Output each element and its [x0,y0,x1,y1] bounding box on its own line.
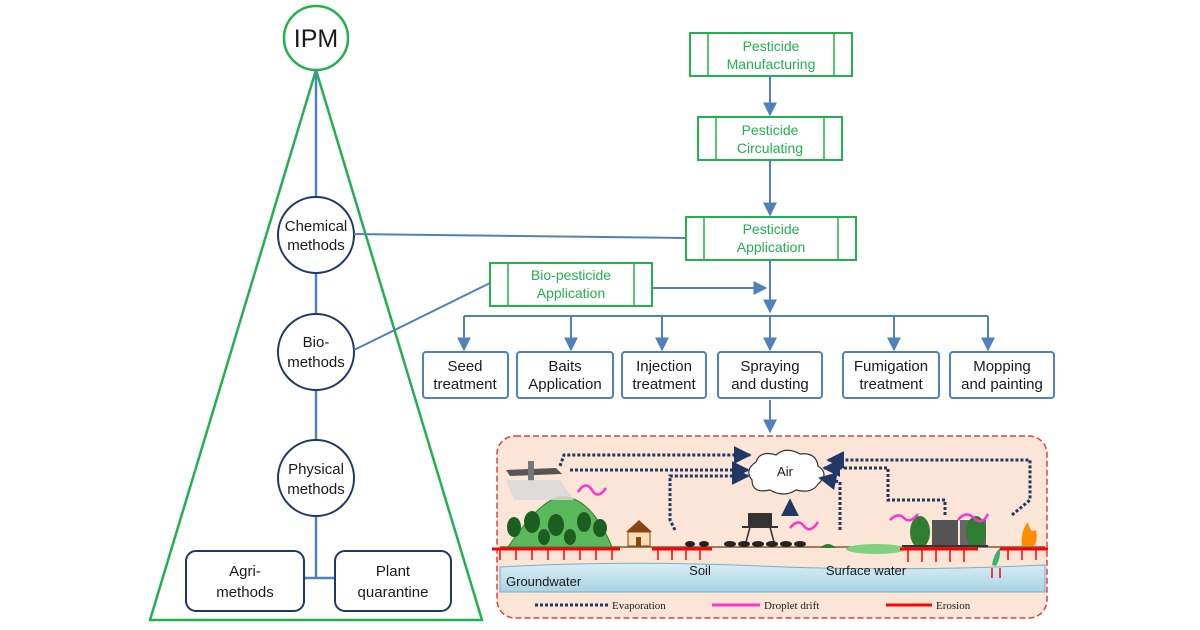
legend-evaporation-label: Evaporation [612,600,666,612]
agri-methods-line2: methods [216,584,274,601]
technique-fumigation-treatment: Fumigation treatment [842,351,940,399]
chemical-to-application-link [353,233,687,239]
chemical-methods-node: Chemical methods [277,196,355,274]
agri-methods-box: Agri- methods [185,550,305,612]
evaporation-paths [558,446,1032,531]
technique-baits-application: Baits Application [516,351,614,399]
physical-methods-line1: Physical [288,461,344,478]
ipm-title-circle: IPM [282,4,350,72]
application-line2: Application [737,239,806,255]
droplet-drift-marks [576,484,990,531]
pesticide-circulating-box: Pesticide Circulating [697,116,843,161]
groundwater-label: Groundwater [506,574,582,589]
soil-label: Soil [689,563,711,578]
ipm-title: IPM [294,25,338,53]
manufacturing-line1: Pesticide [743,38,800,54]
tractor-sprayer [742,513,778,543]
plant-quarantine-line2: quarantine [358,584,429,601]
groundwater-layer [499,562,1046,593]
circulating-line1: Pesticide [742,122,799,138]
technique-injection-treatment: Injection treatment [621,351,707,399]
technique-spraying-dusting: Spraying and dusting [717,351,823,399]
environment-panel: Groundwater Soil Surface water [492,435,1048,619]
legend-erosion-label: Erosion [936,600,971,612]
burning-fire [1021,522,1037,546]
storage-and-trees [902,516,988,548]
plant-quarantine-line1: Plant [376,563,411,580]
seed-treatment-line2: treatment [433,376,497,393]
bio-methods-node: Bio- methods [277,313,355,391]
pesticide-manufacturing-box: Pesticide Manufacturing [689,32,853,77]
baits-application-line1: Baits [548,358,581,375]
leaching-plant [992,548,1001,566]
chemical-methods-line1: Chemical [285,218,348,235]
legend-drift-label: Droplet drift [764,600,819,612]
biopesticide-line2: Application [537,285,606,301]
surface-water-label: Surface water [826,563,907,578]
pesticide-application-box: Pesticide Application [685,216,857,261]
injection-treatment-line2: treatment [632,376,696,393]
farm-house [626,520,652,547]
spraying-dusting-line2: and dusting [731,376,809,393]
environment-legend: Evaporation Droplet drift Erosion [535,600,971,612]
shrub [820,544,836,548]
physical-methods-line2: methods [287,481,345,498]
bio-to-biopesticide-link [353,282,491,351]
manufacturing-line2: Manufacturing [727,56,816,72]
baits-application-line2: Application [528,376,601,393]
physical-methods-node: Physical methods [277,439,355,517]
flow-arrows [457,76,995,434]
spraying-dusting-line1: Spraying [740,358,799,375]
circulating-line2: Circulating [737,140,803,156]
erosion-arrows [499,550,1037,578]
air-label: Air [777,464,794,479]
mopping-painting-line2: and painting [961,376,1043,393]
forest-trees [507,511,607,545]
fumigation-treatment-line2: treatment [859,376,923,393]
technique-mopping-painting: Mopping and painting [949,351,1055,399]
technique-seed-treatment: Seed treatment [422,351,509,399]
air-cloud: Air [748,449,825,495]
plant-quarantine-box: Plant quarantine [334,550,452,612]
bio-methods-line2: methods [287,354,345,371]
bio-methods-line1: Bio- [303,334,330,351]
application-line1: Pesticide [743,221,800,237]
chemical-methods-line2: methods [287,237,345,254]
biopesticide-line1: Bio-pesticide [531,267,611,283]
fumigation-treatment-line1: Fumigation [854,358,928,375]
mopping-painting-line1: Mopping [973,358,1031,375]
crop-row [685,541,806,547]
biopesticide-application-box: Bio-pesticide Application [489,262,653,307]
injection-treatment-line1: Injection [636,358,692,375]
pond [846,544,906,554]
crop-duster-plane [506,461,574,500]
agri-methods-line1: Agri- [229,563,261,580]
seed-treatment-line1: Seed [447,358,482,375]
